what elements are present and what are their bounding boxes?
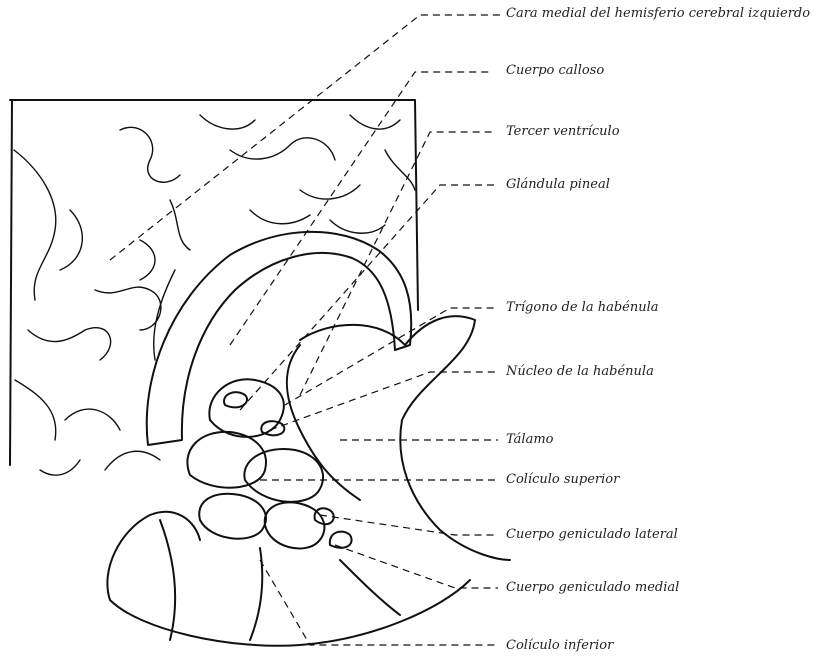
label-trigono-habenula: Trígono de la habénula	[506, 300, 659, 316]
label-cuerpo-calloso: Cuerpo calloso	[506, 63, 604, 79]
superior-colliculus	[187, 432, 323, 502]
label-cara-medial: Cara medial del hemisferio cerebral izqu…	[506, 6, 810, 22]
label-talamo: Tálamo	[506, 432, 553, 448]
medial-geniculate	[330, 532, 352, 548]
label-tercer-ventriculo: Tercer ventrículo	[506, 124, 620, 140]
label-coliculo-superior: Colículo superior	[506, 472, 619, 488]
label-glandula-pineal: Glándula pineal	[506, 177, 610, 193]
pineal	[209, 379, 283, 437]
thalamus-outline	[300, 316, 510, 560]
label-nucleo-habenula: Núcleo de la habénula	[506, 364, 654, 380]
label-geniculado-medial: Cuerpo geniculado medial	[506, 580, 679, 596]
label-coliculo-inferior: Colículo inferior	[506, 638, 613, 654]
label-geniculado-lateral: Cuerpo geniculado lateral	[506, 527, 678, 543]
cortex-gyri	[14, 115, 415, 475]
corpus-callosum	[147, 232, 412, 445]
inferior-colliculus	[199, 494, 324, 549]
brainstem	[107, 512, 470, 646]
frame-outline	[10, 100, 418, 465]
